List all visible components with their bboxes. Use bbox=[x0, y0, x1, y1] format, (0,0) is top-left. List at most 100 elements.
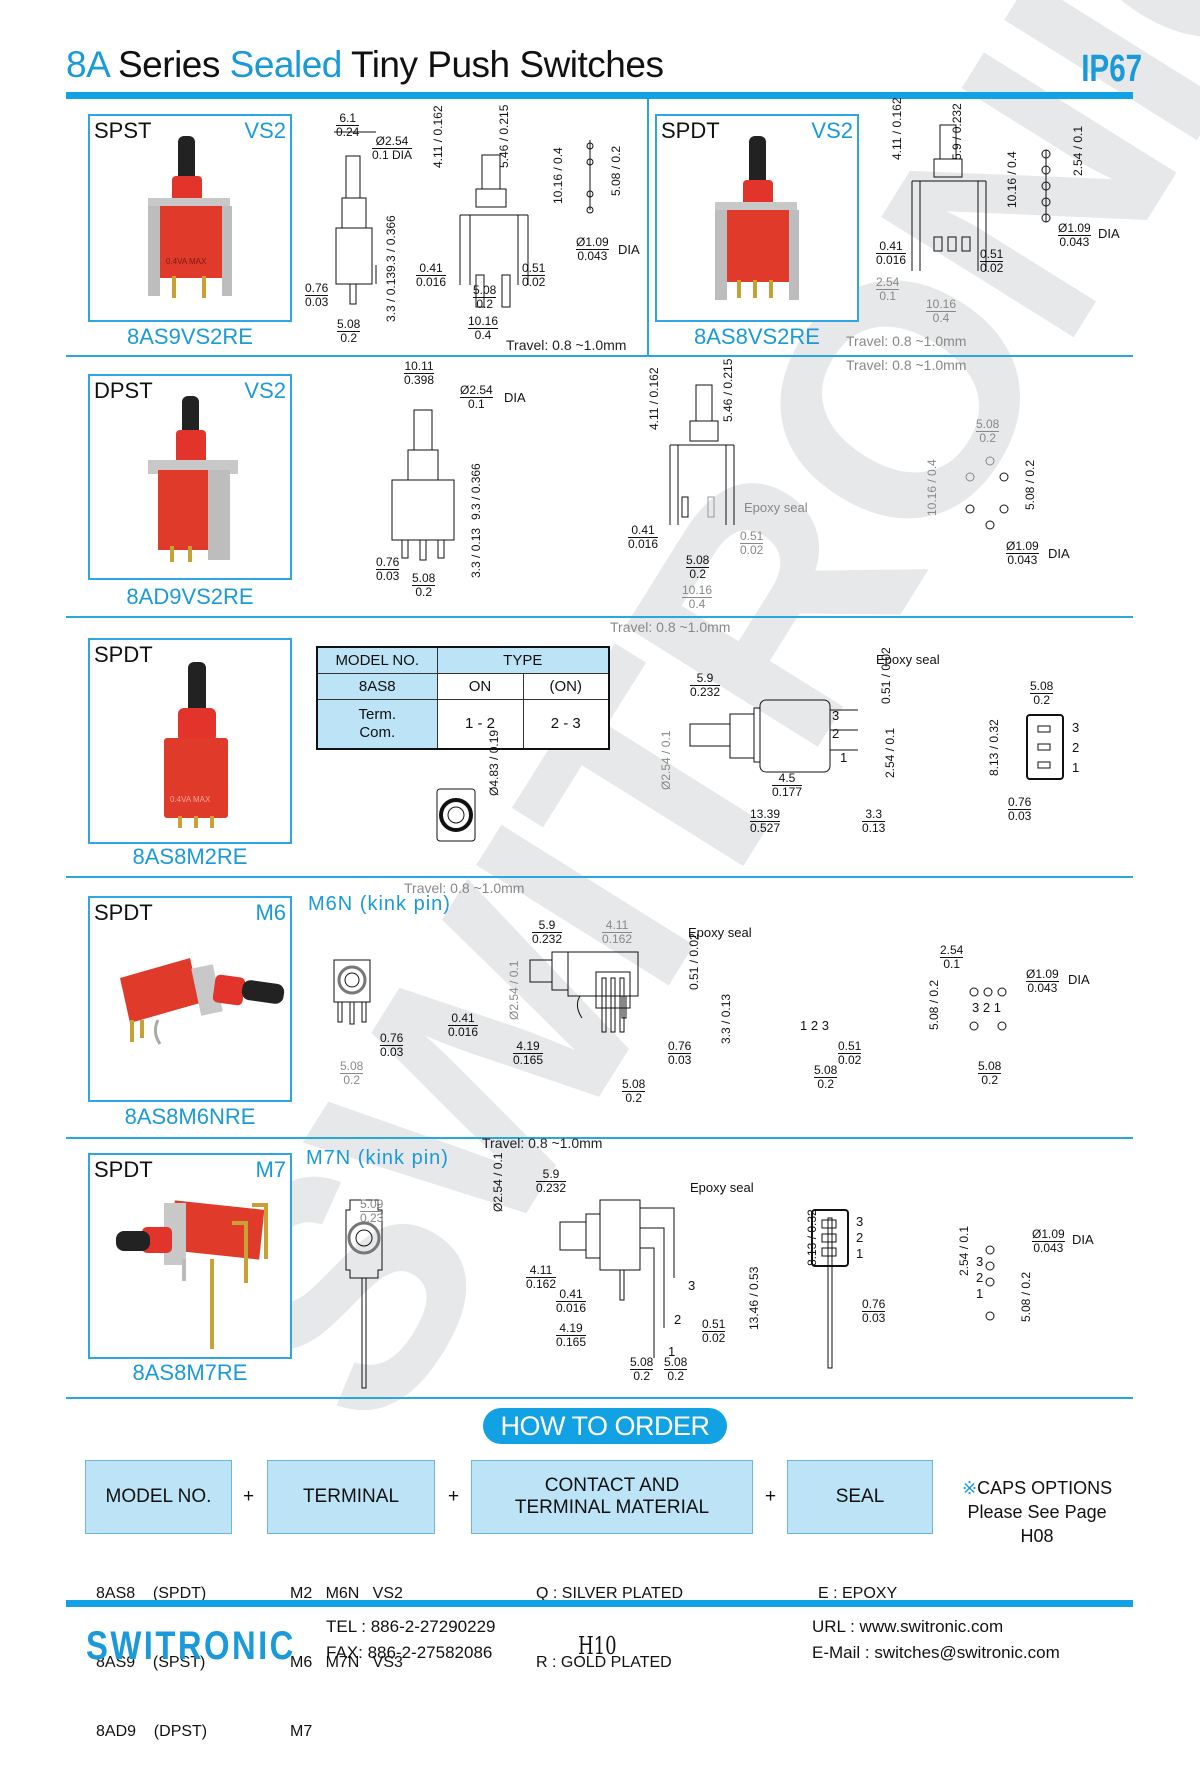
dim-label: 4.11 / 0.162 bbox=[431, 105, 445, 168]
switch-type: SPDT bbox=[94, 642, 153, 667]
pin-number: 1 2 3 bbox=[800, 1018, 829, 1033]
travel-note: Travel: 0.8 ~1.0mm bbox=[610, 619, 731, 635]
dim-label: 5.46 / 0.215 bbox=[721, 358, 735, 422]
dim-label: 0.51 / 0.02 bbox=[687, 933, 701, 990]
dim-label: 10.16 / 0.4 bbox=[1005, 151, 1019, 208]
dia-label: DIA bbox=[1072, 1232, 1094, 1247]
email-link[interactable]: E-Mail : switches@switronic.com bbox=[812, 1643, 1060, 1662]
dim-label: 9.3 / 0.366 bbox=[384, 215, 398, 272]
dim-label: 2.54 / 0.1 bbox=[883, 727, 897, 778]
switch-type: SPDT bbox=[94, 900, 153, 925]
dim-label: 0.51 / 0.02 bbox=[879, 647, 893, 704]
footer-divider bbox=[66, 1600, 1133, 1607]
table-header: TYPE bbox=[436, 646, 610, 674]
m2-side-drawing bbox=[690, 700, 890, 790]
dpst-pcb-layout bbox=[960, 455, 1020, 535]
variant-label: M6N (kink pin) bbox=[308, 893, 451, 915]
part-number: 8AS8VS2RE bbox=[694, 324, 820, 349]
terminal-code: M7 bbox=[255, 1157, 286, 1182]
dim-label: 3.3 / 0.13 bbox=[469, 527, 483, 578]
pin-number: 1 bbox=[1072, 760, 1080, 775]
pin-number: 3 bbox=[976, 1254, 984, 1269]
product-photo-panel: SPDT 0.4VA MAX bbox=[88, 638, 292, 844]
table-row-label: 8AS8 bbox=[316, 672, 438, 700]
spst-side-drawing bbox=[320, 120, 440, 350]
pin-number: 2 bbox=[976, 1270, 984, 1285]
spdt-vs2-front-drawing bbox=[900, 125, 1010, 275]
m2-front-drawing bbox=[436, 788, 476, 848]
page-number: H10 bbox=[578, 1632, 617, 1660]
product-photo-panel: SPST VS2 0.4VA MAX bbox=[88, 114, 292, 322]
plus-sign: + bbox=[243, 1486, 255, 1507]
material-options: Q : SILVER PLATED R : GOLD PLATED bbox=[536, 1585, 684, 1671]
epoxy-seal-label: Epoxy seal bbox=[688, 925, 752, 940]
spst-front-drawing bbox=[440, 125, 570, 325]
m7n-side-drawing bbox=[560, 1200, 730, 1380]
dpst-side-drawing bbox=[390, 380, 470, 560]
svg-text:0.4VA MAX: 0.4VA MAX bbox=[170, 795, 211, 804]
m6n-pcb-layout bbox=[968, 986, 1028, 1036]
dim-label: 4.11 / 0.162 bbox=[890, 97, 904, 160]
dim-label: 5.46 / 0.215 bbox=[497, 104, 511, 168]
m7n-pcb-layout bbox=[970, 1244, 1010, 1324]
section-divider bbox=[66, 1137, 1133, 1139]
dim-label: 5.08 / 0.2 bbox=[927, 979, 941, 1030]
dim-label: 8.13 / 0.32 bbox=[805, 1209, 819, 1266]
pin-number: 2 bbox=[1072, 740, 1080, 755]
dim-label: 3.3 / 0.13 bbox=[719, 993, 733, 1044]
terminal-code: VS2 bbox=[244, 378, 286, 403]
dim-label: 10.16 / 0.4 bbox=[925, 459, 939, 516]
pin-number: 3 bbox=[832, 708, 840, 723]
travel-note: Travel: 0.8 ~1.0mm bbox=[404, 880, 525, 896]
switch-type: SPDT bbox=[94, 1157, 153, 1182]
dim-label: Ø2.54 / 0.1 bbox=[491, 1152, 505, 1212]
spdt-vs2-pcb-layout bbox=[1030, 150, 1070, 230]
dpst-front-drawing bbox=[660, 385, 750, 545]
dim-label: 3.3 / 0.13 bbox=[384, 271, 398, 322]
product-photo-panel: DPST VS2 bbox=[88, 374, 292, 580]
pin-number: 3 bbox=[688, 1278, 696, 1293]
column-divider bbox=[647, 99, 649, 355]
order-box-seal: SEAL bbox=[787, 1460, 933, 1534]
dia-label: DIA bbox=[1068, 972, 1090, 987]
header-divider bbox=[66, 92, 1133, 99]
table-cell: 1 - 2 bbox=[436, 698, 524, 750]
terminal-code: VS2 bbox=[244, 118, 286, 143]
website-link[interactable]: URL : www.switronic.com bbox=[812, 1617, 1004, 1636]
caps-options-note: ※CAPS OPTIONS Please See Page H08 bbox=[962, 1478, 1113, 1546]
dim-label: 9.3 / 0.366 bbox=[469, 463, 483, 520]
table-row-label: Term. Com. bbox=[316, 698, 438, 750]
pin-number: 3 2 1 bbox=[972, 1000, 1001, 1015]
svg-text:0.4VA MAX: 0.4VA MAX bbox=[166, 257, 207, 266]
part-number: 8AS8M6NRE bbox=[124, 1104, 256, 1129]
travel-note: Travel: 0.8 ~1.0mm bbox=[506, 337, 627, 353]
page-title: 8A Series Sealed Tiny Push Switches bbox=[66, 44, 664, 85]
order-box-material: CONTACT AND TERMINAL MATERIAL bbox=[471, 1460, 753, 1534]
dim-label: 2.54 / 0.1 bbox=[957, 1225, 971, 1276]
epoxy-seal-label: Epoxy seal bbox=[744, 500, 808, 515]
